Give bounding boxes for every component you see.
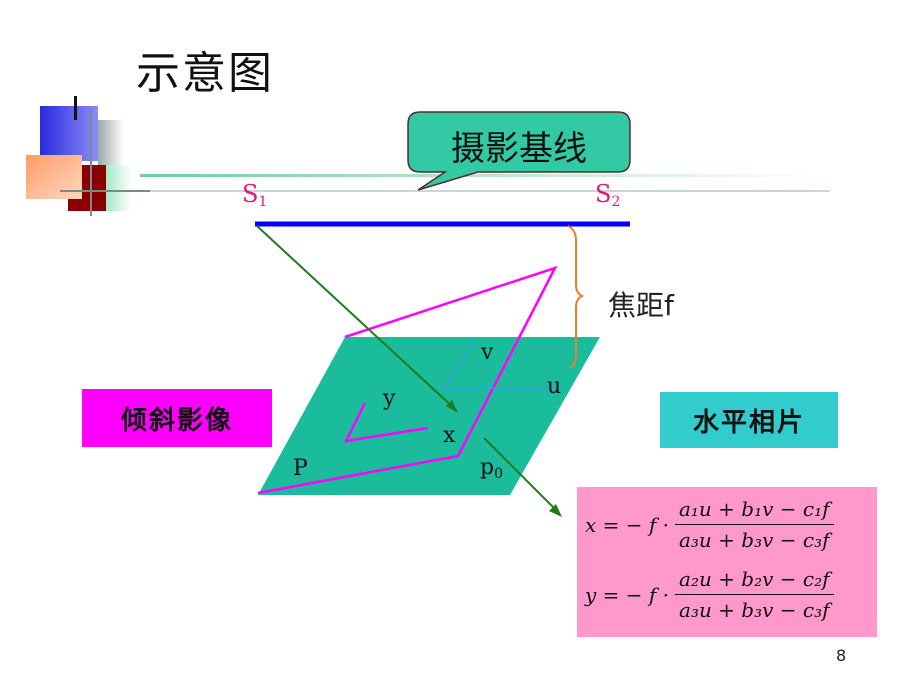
formula-y-denominator: a₃u + b₃v − c₃f [679,598,830,622]
formula-x-numerator: a₁u + b₁v − c₁f [674,497,834,525]
ray-arrowhead-1 [446,400,458,413]
formula-y: y = − f · a₂u + b₂v − c₂f a₃u + b₃v − c₃… [585,567,834,622]
axis-label-x: x [443,423,456,448]
page-title: 示意图 [136,48,274,99]
tilted-image-outline [257,265,558,495]
horizontal-photo-plane [258,337,600,495]
focal-brace [567,225,585,369]
formula-y-numerator: a₂u + b₂v − c₂f [675,567,834,595]
ray-arrowhead-2 [549,504,562,517]
corner-decoration [26,96,830,216]
formula-x: x = − f · a₁u + b₁v − c₁f a₃u + b₃v − c₃… [585,497,834,552]
tilted-image-axes [343,402,429,443]
formula-x-fraction: a₁u + b₁v − c₁f a₃u + b₃v − c₃f [674,497,834,552]
axis-label-v: v [481,340,494,365]
horizontal-photo-axes [442,341,560,389]
formula-box: x = − f · a₁u + b₁v − c₁f a₃u + b₃v − c₃… [577,487,877,637]
focal-length-label: 焦距f [608,289,674,322]
axis-label-y: y [383,386,396,411]
point-label-P: P [293,456,308,481]
callout-photo-baseline: 摄影基线 [451,128,587,169]
projection-ray [256,225,457,411]
point-label-p0: p0 [480,455,504,482]
station-s2-label: S2 [595,180,621,210]
page-number: 8 [836,646,847,665]
projection-ray-extension [483,437,559,513]
formula-y-lhs: y = − f · [585,582,670,607]
axis-label-u: u [547,374,562,399]
station-s1-label: S1 [242,180,268,210]
formula-x-lhs: x = − f · [585,512,669,537]
tilted-image-label: 倾斜影像 [82,389,272,447]
horizontal-photo-label: 水平相片 [660,392,838,448]
formula-y-fraction: a₂u + b₂v − c₂f a₃u + b₃v − c₃f [675,567,834,622]
formula-x-denominator: a₃u + b₃v − c₃f [678,528,830,552]
callout-bubble [407,111,631,191]
